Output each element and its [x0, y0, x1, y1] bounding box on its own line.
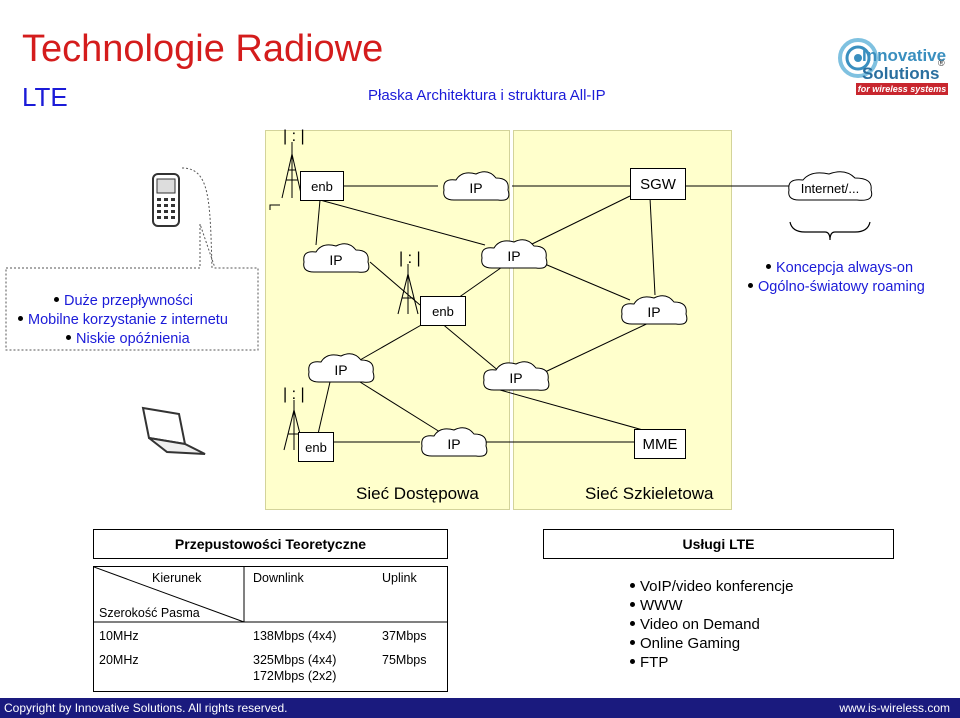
service-item: WWW	[630, 596, 793, 615]
enb-tower-mid-icon	[397, 264, 419, 315]
ip-cloud-low-right: IP	[480, 360, 552, 396]
ip-cloud-mid-right: IP	[618, 294, 690, 330]
footer-copyright: Copyright by Innovative Solutions. All r…	[4, 701, 288, 715]
row-10mhz-up: 37Mbps	[382, 629, 427, 643]
service-item: Online Gaming	[630, 634, 793, 653]
mme-box: MME	[634, 429, 686, 459]
benefit-item: Duże przepływności	[18, 292, 228, 311]
sgw-box: SGW	[630, 168, 686, 200]
enb-box-bottom: enb	[298, 432, 334, 462]
logo-rings-icon	[838, 38, 878, 78]
ip-cloud-bottom: IP	[418, 426, 490, 462]
service-item: VoIP/video konferencje	[630, 577, 793, 596]
logo-registered: ®	[938, 58, 945, 68]
throughput-title: Przepustowości Teoretyczne	[93, 529, 448, 559]
service-item: FTP	[630, 653, 793, 672]
feature-item: Koncepcja always-on	[748, 259, 925, 278]
enb-box-mid: enb	[420, 296, 466, 326]
antenna-symbol-top: | : |	[283, 128, 305, 145]
features-list: Koncepcja always-on Ogólno-światowy roam…	[748, 259, 925, 297]
page-subtitle: LTE	[22, 82, 68, 112]
page-title: Technologie Radiowe	[22, 28, 384, 70]
services-list: VoIP/video konferencje WWW Video on Dema…	[630, 577, 793, 672]
enb-box-top: enb	[300, 171, 344, 201]
benefit-item: Niskie opóźnienia	[18, 330, 228, 349]
feature-item: Ogólno-światowy roaming	[748, 278, 925, 297]
benefit-item: Mobilne korzystanie z internetu	[18, 311, 228, 330]
ip-cloud-top: IP	[440, 170, 512, 206]
header-direction: Kierunek	[152, 571, 202, 585]
antenna-symbol-mid: | : |	[399, 250, 421, 267]
ip-cloud-mid-center: IP	[478, 238, 550, 274]
ip-cloud-low-left: IP	[305, 352, 377, 388]
header-bandwidth: Szerokość Pasma	[99, 606, 200, 620]
header-uplink: Uplink	[382, 571, 417, 585]
services-title: Usługi LTE	[543, 529, 894, 559]
laptop-icon	[141, 406, 206, 455]
page-tagline: Płaska Architektura i struktura All-IP	[368, 87, 606, 104]
internet-cloud: Internet/...	[785, 170, 875, 206]
logo-band: for wireless systems	[856, 83, 948, 95]
logo-line2: Solutions	[862, 64, 940, 83]
footer: Copyright by Innovative Solutions. All r…	[0, 698, 960, 718]
logo-line1: Innovative	[862, 46, 947, 65]
row-10mhz-down: 138Mbps (4x4)	[253, 629, 337, 643]
ip-cloud-mid-left: IP	[300, 242, 372, 278]
benefits-list: Duże przepływności Mobilne korzystanie z…	[18, 292, 228, 349]
row-10mhz-bw: 10MHz	[99, 629, 139, 643]
row-20mhz-bw: 20MHz	[99, 653, 139, 667]
access-network-label: Sieć Dostępowa	[356, 484, 479, 503]
row-20mhz-up: 75Mbps	[382, 653, 427, 667]
service-item: Video on Demand	[630, 615, 793, 634]
core-network-label: Sieć Szkieletowa	[585, 484, 714, 503]
row-20mhz-down-2: 172Mbps (2x2)	[253, 669, 337, 683]
throughput-table: Kierunek Szerokość Pasma Downlink Uplink…	[93, 566, 448, 692]
row-20mhz-down: 325Mbps (4x4)	[253, 653, 337, 667]
header-downlink: Downlink	[253, 571, 304, 585]
mobile-phone-icon	[152, 173, 180, 227]
footer-url[interactable]: www.is-wireless.com	[839, 701, 950, 715]
antenna-symbol-bottom: | : |	[283, 386, 305, 403]
